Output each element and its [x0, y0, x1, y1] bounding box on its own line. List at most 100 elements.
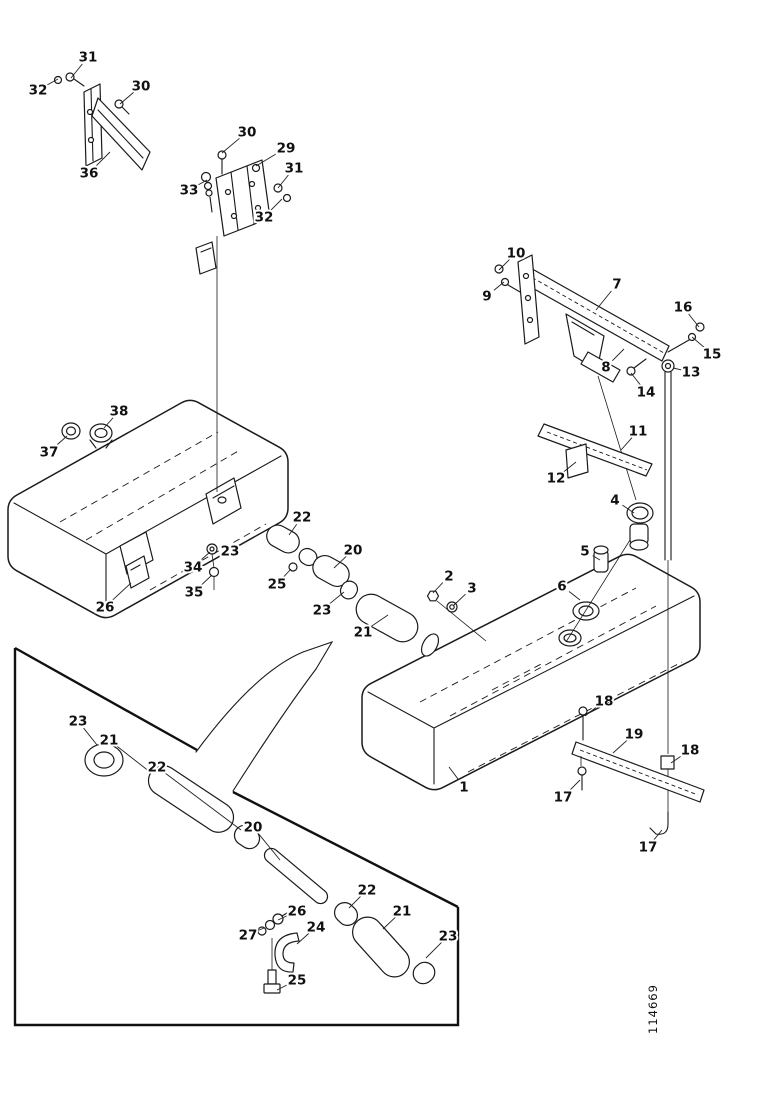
callout-leader — [562, 461, 577, 473]
callout-leader — [55, 435, 68, 447]
callout-label: 13 — [682, 365, 701, 381]
callout-leader — [119, 91, 135, 105]
callout-label: 38 — [110, 404, 129, 420]
fuel-tank-left — [7, 399, 289, 619]
support-strip — [537, 423, 653, 479]
callout-label: 17 — [639, 840, 658, 856]
callout-leader — [45, 78, 59, 87]
tie-rod — [649, 359, 675, 835]
callout-label: 5 — [580, 544, 589, 560]
detail-arrow — [195, 640, 334, 792]
callout-leader — [296, 932, 310, 945]
callout-label: 3 — [467, 581, 476, 597]
callout-label: 21 — [393, 904, 412, 920]
callout-leader — [115, 745, 151, 773]
callout-label: 30 — [132, 79, 151, 95]
callout-label: 22 — [293, 510, 312, 526]
callout-leader — [453, 593, 466, 606]
roller-assembly-main — [206, 524, 487, 657]
callout-leader — [448, 766, 459, 781]
callout-label: 34 — [184, 560, 203, 576]
callout-leader — [200, 574, 213, 587]
filler-cap-assembly — [565, 375, 654, 643]
callout-label: 25 — [288, 973, 307, 989]
filler-cap — [89, 423, 113, 449]
callout-label: 25 — [268, 577, 287, 593]
fuel-tank-right — [361, 553, 701, 791]
callout-leader — [199, 551, 211, 562]
callout-label: 21 — [100, 733, 119, 749]
callout-leader — [103, 417, 114, 429]
callout-leader — [348, 896, 361, 909]
front-mounting-bracket — [195, 150, 292, 492]
clamp-assembly-inset — [257, 909, 300, 994]
callout-leader — [282, 568, 292, 578]
callout-label: 23 — [313, 603, 332, 619]
callout-leader — [258, 833, 281, 861]
callout-label: 23 — [69, 714, 88, 730]
left-mounting-bracket — [53, 72, 151, 171]
callout-leader — [256, 927, 265, 932]
callout-label: 18 — [681, 743, 700, 759]
inset-detail-box — [13, 646, 460, 1027]
callout-label: 15 — [703, 347, 722, 363]
callout-label: 21 — [354, 625, 373, 641]
callout-label: 23 — [439, 929, 458, 945]
callout-leader — [382, 916, 396, 930]
drawing-number: 114669 — [646, 984, 660, 1034]
callout-label: 37 — [40, 445, 59, 461]
callout-leader — [255, 152, 279, 167]
callout-leader — [620, 437, 633, 451]
callout-label: 32 — [29, 83, 48, 99]
callout-label: 30 — [238, 125, 257, 141]
callout-leader — [277, 914, 290, 921]
callout-label: 19 — [625, 727, 644, 743]
callout-label: 12 — [547, 471, 566, 487]
callout-label: 29 — [277, 141, 296, 157]
callout-leader — [237, 532, 262, 547]
callout-label: 11 — [629, 424, 648, 440]
callout-leader — [333, 555, 347, 569]
callout-leader — [221, 137, 241, 154]
callout-leader — [670, 754, 683, 764]
callout-leader — [328, 591, 345, 605]
callout-label: 6 — [557, 579, 566, 595]
breather-ring — [61, 422, 81, 440]
callout-leader — [595, 290, 612, 311]
callout-leader — [111, 582, 132, 602]
callout-leader — [688, 313, 700, 328]
callout-leader — [612, 348, 625, 361]
callout-leader — [196, 179, 208, 187]
callout-leader — [83, 727, 98, 746]
callout-leader — [569, 779, 581, 791]
callout-label: 2 — [444, 569, 453, 585]
callout-leader — [630, 372, 641, 386]
rear-support-bracket — [494, 254, 705, 383]
callout-label: 9 — [482, 289, 491, 305]
callout-leader — [70, 63, 83, 79]
callout-leader — [277, 174, 289, 189]
callout-label: 8 — [601, 360, 610, 376]
callout-label: 31 — [79, 50, 98, 66]
callout-label: 14 — [637, 385, 656, 401]
callout-leader — [653, 829, 663, 841]
callout-label: 17 — [554, 790, 573, 806]
callout-label: 20 — [244, 820, 263, 836]
callout-leader — [672, 367, 683, 371]
callout-leader — [270, 198, 283, 211]
callout-leader — [432, 582, 444, 594]
callout-label: 10 — [507, 246, 526, 262]
callout-leader — [370, 614, 389, 628]
roller-assembly-inset — [84, 743, 436, 985]
callout-leader — [493, 281, 505, 291]
callout-label: 23 — [221, 544, 240, 560]
callout-label: 32 — [255, 210, 274, 226]
callout-label: 16 — [674, 300, 693, 316]
callout-leader — [691, 336, 706, 349]
callout-label: 7 — [612, 277, 621, 293]
callout-label: 20 — [344, 543, 363, 559]
callout-leader — [592, 555, 601, 561]
